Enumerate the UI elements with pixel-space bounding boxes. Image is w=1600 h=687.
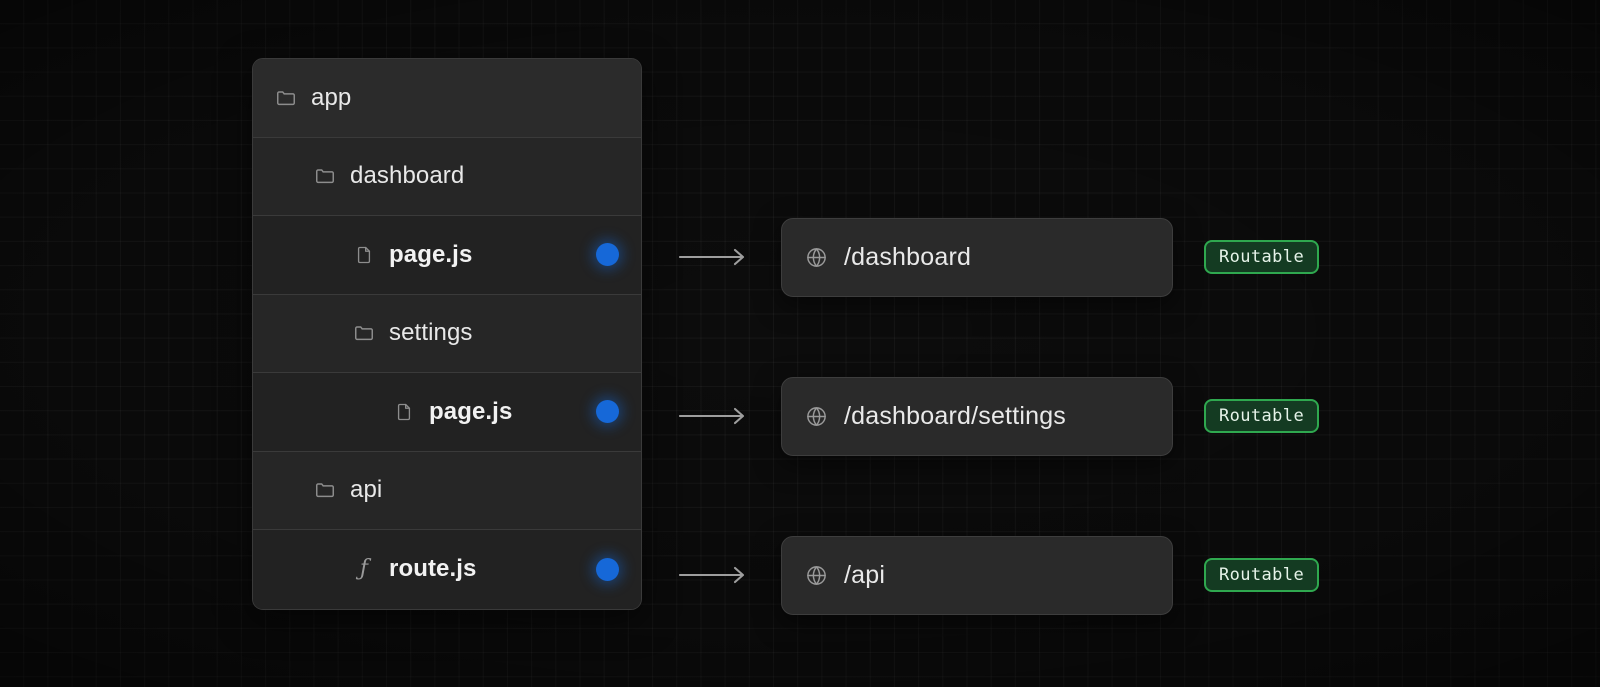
tree-row-label: route.js <box>389 555 477 583</box>
route-marker-dot <box>596 400 619 424</box>
tree-row-api[interactable]: api <box>253 451 641 530</box>
arrow-right-icon <box>679 245 749 269</box>
route-path: /api <box>844 561 886 589</box>
route-card-dashboard-settings[interactable]: /dashboard/settings <box>781 377 1173 456</box>
route-marker-dot <box>596 557 619 581</box>
tree-row-label: app <box>311 83 352 111</box>
status-badge-routable: Routable <box>1204 399 1320 433</box>
tree-row-settings-page-js[interactable]: page.js <box>253 373 641 452</box>
tree-row-label: page.js <box>429 397 513 425</box>
route-marker-dot <box>596 243 619 267</box>
route-path: /dashboard/settings <box>844 402 1067 430</box>
tree-row-label: api <box>350 476 383 504</box>
tree-row-api-route-js[interactable]: ƒ route.js <box>253 530 641 609</box>
route-path: /dashboard <box>844 243 972 271</box>
app-directory-tree: app dashboard page.js settings pa <box>252 58 642 610</box>
file-icon <box>353 244 375 266</box>
tree-row-dashboard[interactable]: dashboard <box>253 137 641 216</box>
tree-row-dashboard-page-js[interactable]: page.js <box>253 216 641 295</box>
folder-icon <box>353 322 375 344</box>
tree-row-label: settings <box>389 319 473 347</box>
function-icon: ƒ <box>359 556 369 582</box>
route-card-api[interactable]: /api <box>781 536 1173 615</box>
arrow-right-icon <box>679 404 749 428</box>
tree-row-label: page.js <box>389 240 473 268</box>
status-badge-routable: Routable <box>1204 558 1320 592</box>
file-icon <box>393 401 415 423</box>
folder-icon <box>275 87 297 109</box>
arrow-right-icon <box>679 563 749 587</box>
folder-icon <box>314 165 336 187</box>
tree-row-app[interactable]: app <box>253 59 641 138</box>
globe-icon <box>804 246 828 270</box>
globe-icon <box>804 405 828 429</box>
tree-row-settings[interactable]: settings <box>253 294 641 373</box>
route-card-dashboard[interactable]: /dashboard <box>781 218 1173 297</box>
tree-row-label: dashboard <box>350 162 465 190</box>
status-badge-routable: Routable <box>1204 240 1320 274</box>
folder-icon <box>314 479 336 501</box>
globe-icon <box>804 564 828 588</box>
